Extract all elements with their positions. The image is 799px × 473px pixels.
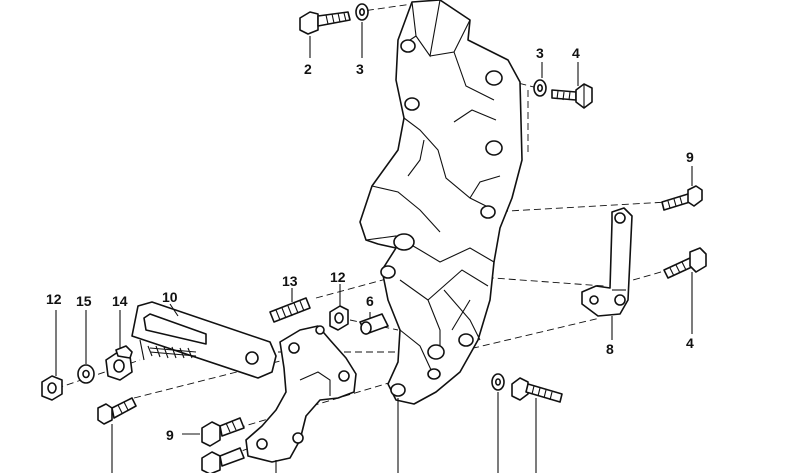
bolt-4-lower [663, 247, 707, 279]
callout-2: 2 [304, 61, 312, 77]
callout-10: 10 [162, 289, 178, 305]
callout-12: 12 [330, 269, 346, 285]
callout-3: 3 [536, 45, 544, 61]
nut-middle [329, 305, 349, 331]
bolt-upper-right [551, 83, 593, 109]
callout-9: 9 [166, 427, 174, 443]
leader-lines [55, 22, 693, 473]
callout-12: 12 [46, 291, 62, 307]
washer-upper-right [533, 79, 547, 97]
bolt-bottom-left [201, 447, 245, 473]
callout-14: 14 [112, 293, 128, 309]
callout-9: 9 [686, 149, 694, 165]
callout-4: 4 [686, 335, 694, 351]
bolt-lower-right [511, 377, 563, 403]
bolt-top [299, 11, 351, 35]
mounting-plate [245, 325, 357, 463]
bolt-9-upper [661, 185, 703, 211]
bolt-9-lower [201, 417, 245, 447]
adjuster-nut [105, 345, 133, 381]
main-bracket [359, 0, 523, 405]
washer-lower-right [491, 373, 505, 391]
nut-left [41, 375, 63, 401]
callout-3: 3 [356, 61, 364, 77]
callout-8: 8 [606, 341, 614, 357]
callout-15: 15 [76, 293, 92, 309]
small-bracket [581, 207, 633, 317]
sleeve [359, 313, 389, 335]
bolt-lower-left [97, 397, 137, 425]
threaded-stud [269, 297, 311, 323]
callout-4: 4 [572, 45, 580, 61]
callout-6: 6 [366, 293, 374, 309]
callout-labels: 2 3 3 4 9 13 12 6 12 15 14 10 8 4 9 [46, 45, 694, 443]
washer-left [77, 364, 95, 384]
callout-13: 13 [282, 273, 298, 289]
washer-top [355, 3, 369, 21]
slotted-arm [131, 301, 277, 379]
